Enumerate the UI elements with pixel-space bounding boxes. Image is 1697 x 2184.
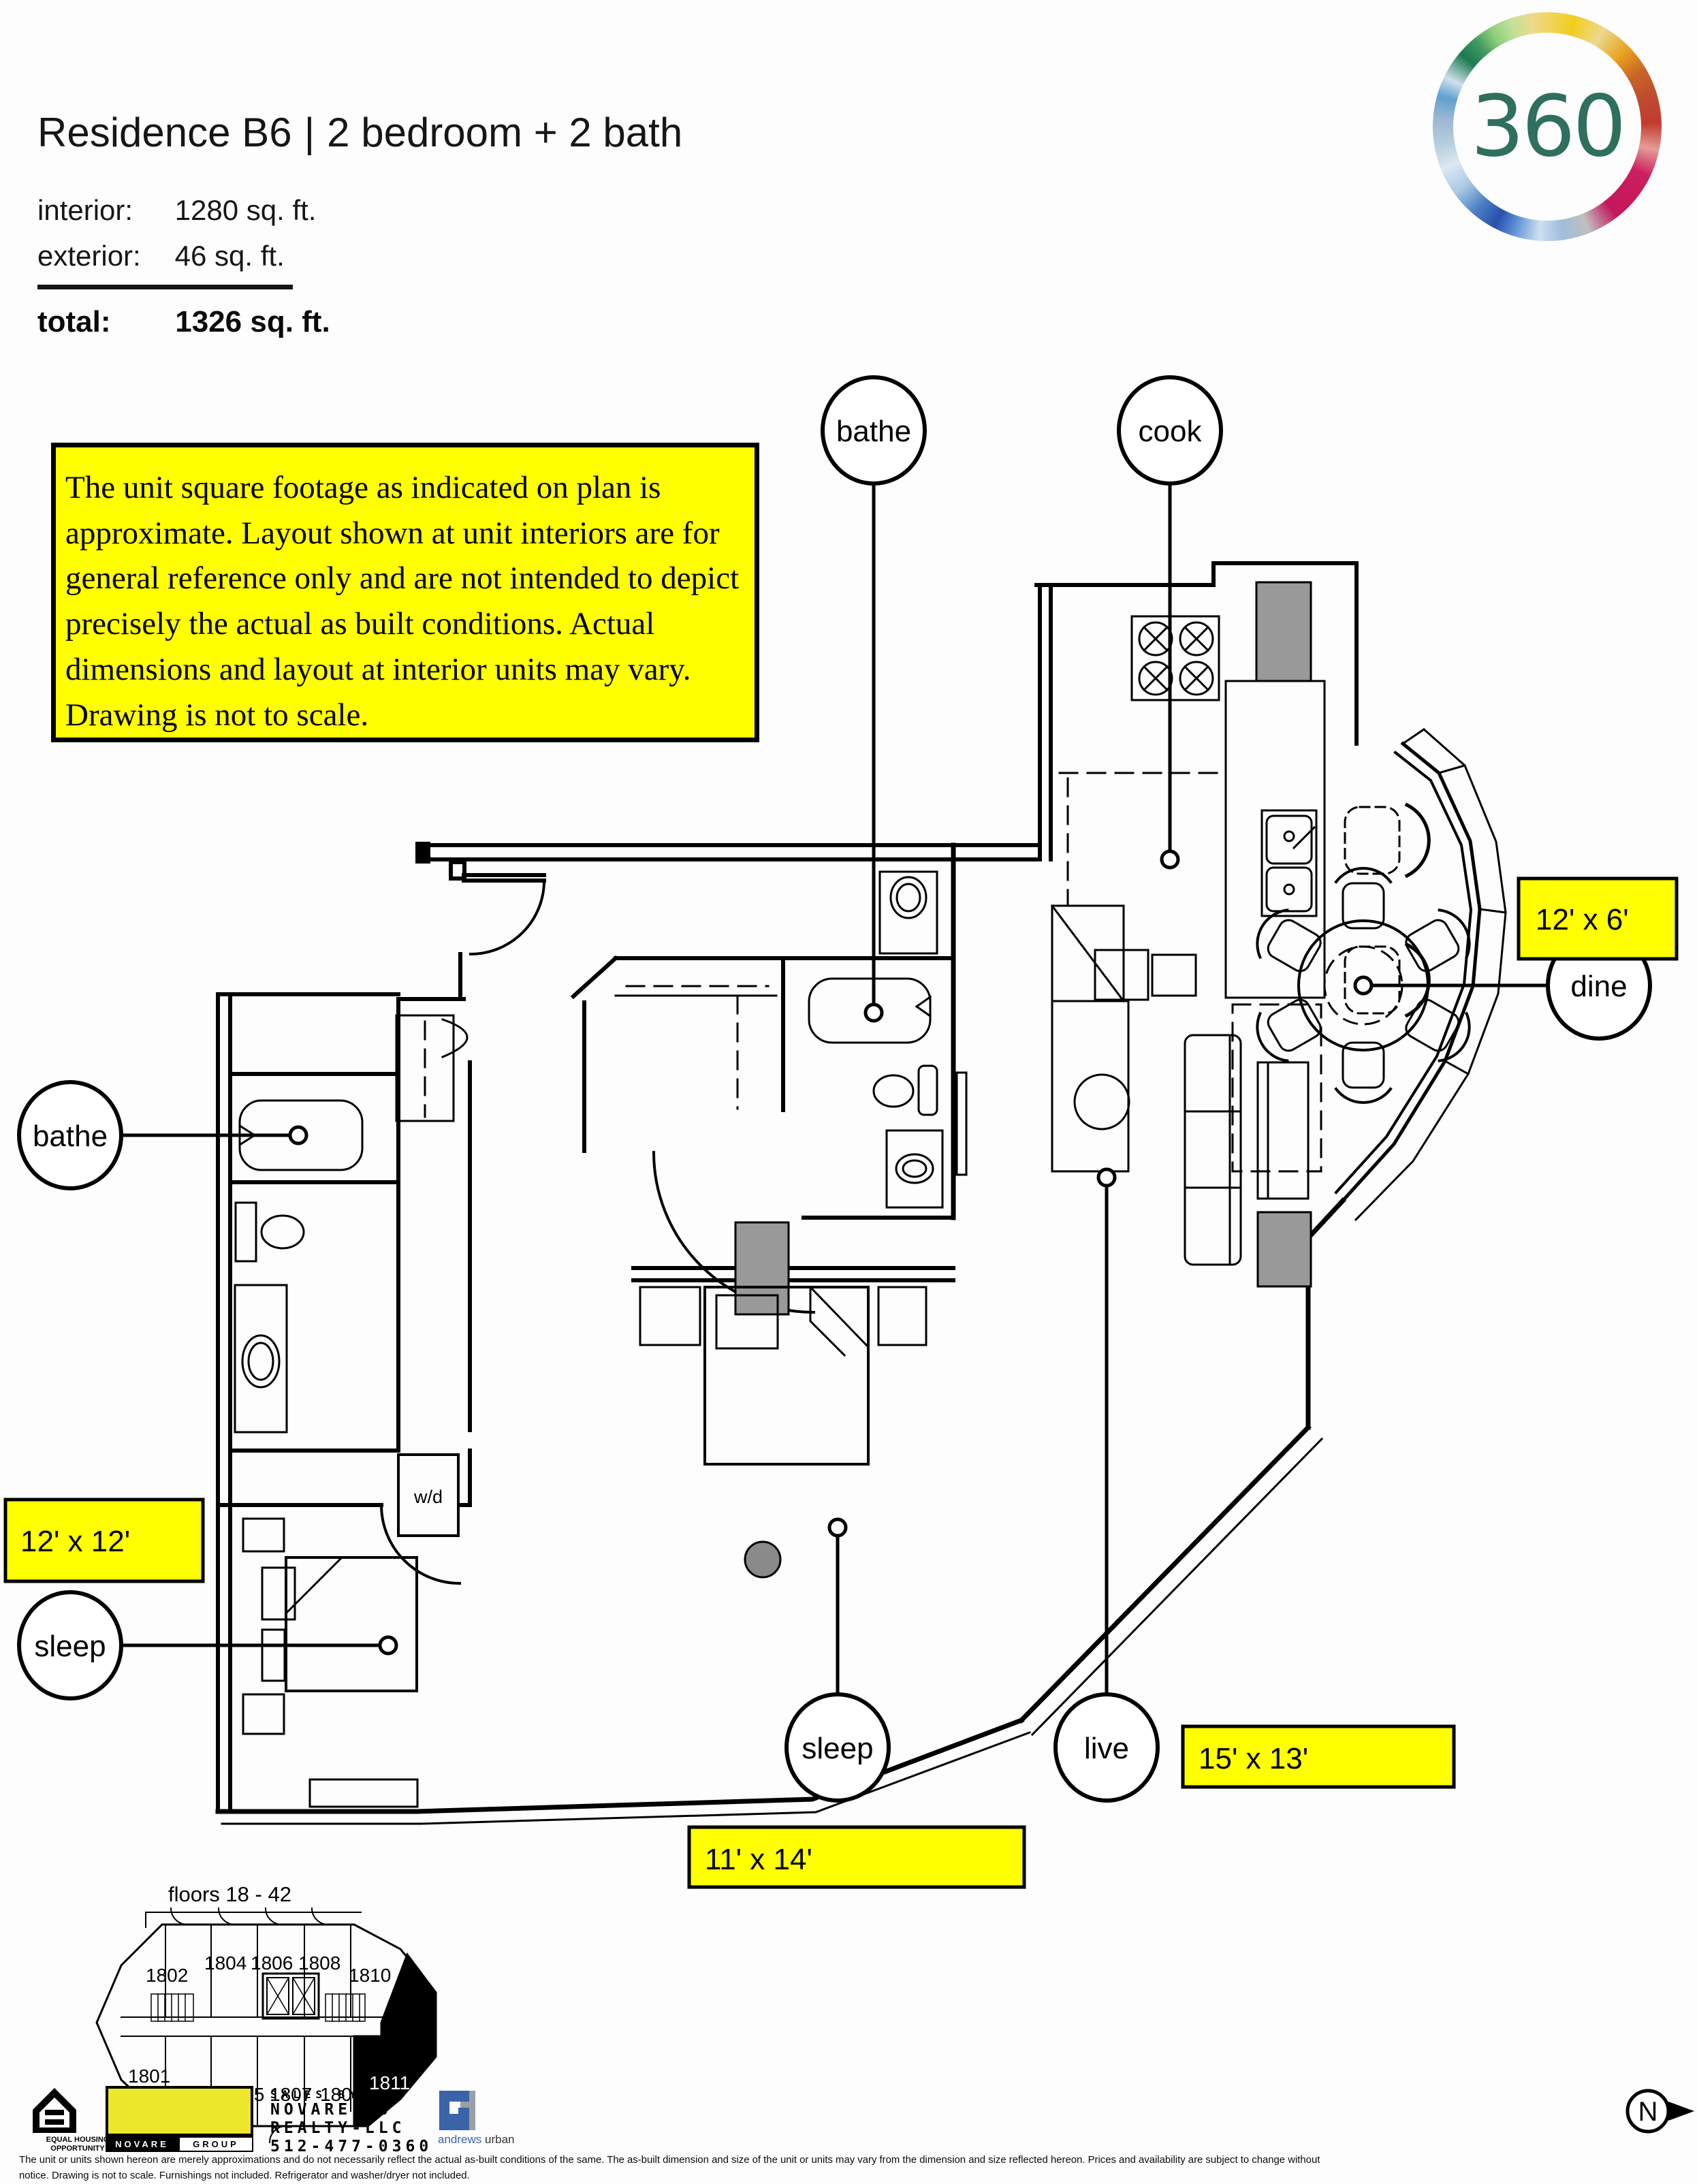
svg-text:sleep: sleep — [34, 1630, 106, 1663]
svg-text:12' x 6': 12' x 6' — [1536, 903, 1629, 936]
360-logo: 360 — [1433, 12, 1662, 241]
equal-housing-label: EQUAL HOUSING OPPORTUNITY — [46, 2136, 110, 2153]
keyplan-floors-label: floors 18 - 42 — [168, 1882, 291, 1906]
callouts: bathe cook dine bathe sleep sleep live — [17, 375, 1652, 1803]
compass-letter: N — [1638, 2097, 1658, 2127]
wd-closet: w/d — [397, 1453, 460, 1537]
interior-row: interior: 1280 sq. ft. — [37, 194, 316, 227]
andrews-word: andrews — [438, 2133, 482, 2146]
stove-burners — [1138, 621, 1214, 696]
dining-set — [1256, 867, 1471, 1104]
sales-line1: NOVARE-AU — [270, 2101, 392, 2119]
total-label: total: — [37, 305, 111, 338]
svg-text:live: live — [1084, 1732, 1129, 1765]
dining-chairs — [1256, 867, 1471, 1104]
bedroom2-furniture — [639, 1221, 927, 1579]
column-kitchen — [1255, 581, 1312, 682]
keyplan-unit-1811 — [353, 2035, 437, 2127]
svg-text:1802: 1802 — [146, 1965, 188, 1986]
svg-text:1804: 1804 — [204, 1952, 247, 1974]
dim-bed2: 11' x 14' — [687, 1825, 1026, 1889]
central-bath-fixtures — [808, 977, 968, 1209]
page-title: Residence B6 | 2 bedroom + 2 bath — [37, 109, 682, 156]
plan-walls — [215, 561, 1507, 1825]
svg-text:bathe: bathe — [33, 1120, 108, 1153]
novare-name: NOVARE — [106, 2136, 178, 2152]
north-compass: N — [1625, 2089, 1694, 2134]
svg-text:1801: 1801 — [128, 2066, 170, 2087]
callout-bathe-left: bathe — [17, 1080, 123, 1190]
keyplan-stairs — [150, 1993, 366, 2022]
svg-text:cook: cook — [1139, 415, 1203, 448]
sales-by-label: SALES BY — [270, 2088, 362, 2101]
compass-arrow-icon — [1668, 2102, 1694, 2121]
wd-label: w/d — [413, 1487, 443, 1507]
master-bath-vanity — [878, 870, 938, 955]
keyplan: floors 18 - 42 — [95, 1882, 437, 2144]
title-separator: | — [304, 110, 315, 155]
exterior-label: exterior: — [37, 240, 141, 272]
novare-logo-band: NOVARE GROUP — [106, 2136, 253, 2152]
total-value: 1326 sq. ft. — [175, 305, 330, 338]
svg-text:sleep: sleep — [802, 1732, 873, 1765]
unit-type: 2 bedroom + 2 bath — [327, 110, 683, 155]
keyplan-unit-1811-label: 1811 — [369, 2072, 410, 2093]
plan-disclaimer-text: The unit square footage as indicated on … — [65, 470, 740, 733]
novare-logo-yellow — [106, 2086, 253, 2136]
interior-value: 1280 sq. ft. — [174, 194, 317, 226]
keyplan-elevator-core — [261, 1972, 320, 2020]
header-divider — [37, 285, 293, 289]
svg-text:1809: 1809 — [320, 2084, 362, 2105]
svg-text:1810: 1810 — [349, 1965, 391, 1986]
novare-group: GROUP — [178, 2136, 253, 2152]
urban-word: urban — [485, 2133, 515, 2146]
svg-text:1807: 1807 — [270, 2084, 312, 2105]
dim-live: 15' x 13' — [1181, 1724, 1456, 1789]
andrews-urban-block: andrews urban — [438, 2091, 514, 2147]
living-furniture — [1073, 949, 1310, 1266]
sales-line2: REALTY-LLC — [270, 2119, 406, 2138]
svg-text:1808: 1808 — [298, 1952, 340, 1974]
total-row: total: 1326 sq. ft. — [37, 305, 330, 339]
dashed-lines — [424, 772, 1322, 1173]
column-living — [1256, 1211, 1312, 1288]
callout-sleep-second: sleep — [784, 1692, 891, 1803]
dimension-labels: 12' x 6' 12' x 12' 15' x 13' 11' x 14' — [3, 876, 1679, 1889]
sales-phone: 512-477-0360 — [270, 2138, 433, 2156]
svg-text:bathe: bathe — [836, 415, 911, 448]
callout-live: live — [1053, 1692, 1160, 1803]
residence-name: Residence B6 — [37, 110, 292, 155]
dim-dine: 12' x 6' — [1517, 876, 1679, 961]
leader-lines — [119, 481, 1550, 1697]
plan-disclaimer-box: The unit square footage as indicated on … — [51, 443, 759, 742]
svg-text:1806: 1806 — [251, 1952, 293, 1974]
master-furniture — [242, 1517, 419, 1808]
svg-text:dine: dine — [1570, 970, 1627, 1003]
dim-master: 12' x 12' — [3, 1498, 205, 1583]
svg-text:15' x 13': 15' x 13' — [1199, 1742, 1308, 1775]
svg-text:11' x 14': 11' x 14' — [705, 1843, 812, 1876]
360-logo-text: 360 — [1470, 78, 1627, 176]
equal-housing-icon — [33, 2088, 76, 2133]
footer-disclaimer-line2: notice. Drawing is not to scale. Furnish… — [19, 2170, 470, 2181]
left-bath-fixtures — [234, 1099, 364, 1434]
andrews-urban-icon — [439, 2091, 475, 2130]
footer-disclaimer-line1: The unit or units shown hereon are merel… — [19, 2154, 1320, 2166]
sales-by-block: SALES BY NOVARE-AU REALTY-LLC 512-477-03… — [270, 2088, 432, 2156]
exterior-row: exterior: 46 sq. ft. — [37, 240, 285, 272]
svg-text:12' x 12': 12' x 12' — [20, 1525, 130, 1558]
interior-label: interior: — [37, 194, 133, 226]
callout-sleep-master: sleep — [17, 1590, 123, 1700]
callout-bathe-top: bathe — [821, 375, 927, 486]
callout-cook: cook — [1117, 375, 1223, 486]
exterior-value: 46 sq. ft. — [174, 240, 285, 272]
